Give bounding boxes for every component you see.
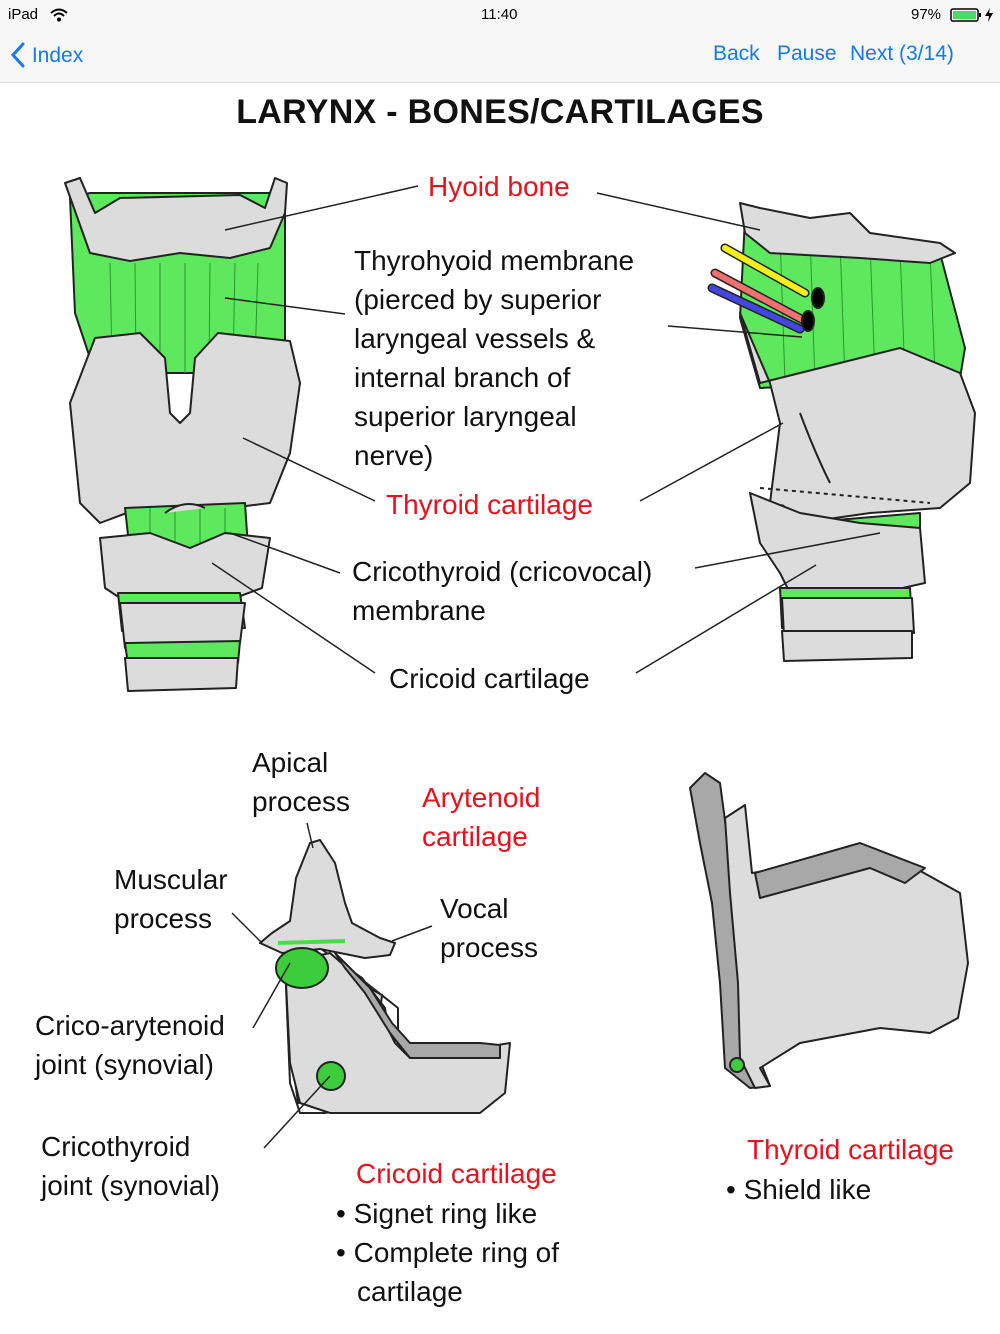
vocal-line-2: process: [440, 932, 539, 963]
slide-content: LARYNX - BONES/CARTILAGES: [0, 83, 1000, 1334]
apical-line-1: Apical: [252, 747, 329, 778]
vocal-line-1: Vocal: [440, 893, 509, 924]
arytenoid-line-2: cartilage: [422, 821, 528, 852]
page-title: LARYNX - BONES/CARTILAGES: [236, 93, 764, 131]
label-cricoid-heading: Cricoid cartilage: [356, 1158, 557, 1189]
label-cricothyroid-joint: Cricothyroid joint (synovial): [41, 1127, 220, 1205]
label-thyroid-heading: Thyroid cartilage: [747, 1134, 954, 1165]
apical-line-2: process: [252, 786, 351, 817]
muscular-line-2: process: [114, 903, 213, 934]
cricothyroid-line-1: Cricothyroid (cricovocal): [352, 556, 653, 587]
muscular-line-1: Muscular: [114, 864, 228, 895]
battery-percent: 97%: [911, 6, 942, 23]
cricoid-bullet-2: • Complete ring of: [336, 1237, 560, 1268]
label-apical-process: Apical process: [252, 743, 350, 821]
back-button[interactable]: Back: [713, 42, 760, 65]
status-bar: iPad 11:40 97%: [0, 0, 1000, 30]
label-thyroid-cartilage: Thyroid cartilage: [386, 489, 593, 520]
crico-arytenoid-line-1: Crico-arytenoid: [35, 1010, 225, 1041]
arytenoid-cricoid-detail: [259, 839, 511, 1114]
cricothyroid-line-2: membrane: [352, 595, 486, 626]
cricothyroid-joint-line-1: Cricothyroid: [41, 1131, 191, 1162]
label-hyoid-bone: Hyoid bone: [428, 171, 570, 202]
thyrohyoid-line-3: laryngeal vessels &: [354, 323, 596, 354]
cricoid-bullet-1-text: Signet ring like: [353, 1198, 538, 1229]
status-time: 11:40: [481, 6, 518, 23]
thyroid-bullet-1: • Shield like: [726, 1174, 872, 1205]
label-cricoid-cartilage: Cricoid cartilage: [389, 663, 590, 694]
label-crico-arytenoid-joint: Crico-arytenoid joint (synovial): [35, 1006, 225, 1084]
crico-arytenoid-line-2: joint (synovial): [35, 1049, 214, 1080]
arytenoid-line-1: Arytenoid: [422, 782, 541, 813]
cricoid-bullet-2-text: Complete ring of: [353, 1237, 560, 1268]
label-arytenoid-cartilage: Arytenoid cartilage: [422, 778, 540, 856]
anterior-larynx-view: [64, 177, 301, 692]
thyroid-detail: [689, 772, 969, 1089]
next-button[interactable]: Next (3/14): [850, 42, 954, 65]
index-button[interactable]: Index: [10, 42, 83, 68]
chevron-left-icon: [10, 42, 25, 68]
label-muscular-process: Muscular process: [114, 860, 228, 938]
thyrohyoid-line-5: superior laryngeal: [354, 401, 577, 432]
cricoid-bullet-1: • Signet ring like: [336, 1198, 538, 1229]
battery-icon: [950, 8, 981, 22]
label-vocal-process: Vocal process: [440, 889, 538, 967]
thyrohyoid-line-6: nerve): [354, 440, 434, 471]
label-cricothyroid-membrane: Cricothyroid (cricovocal) membrane: [352, 552, 652, 630]
cricoid-bullet-2-cont: cartilage: [357, 1276, 463, 1307]
charging-icon: [985, 8, 993, 22]
wifi-icon: [50, 8, 68, 22]
device-name: iPad: [8, 6, 39, 23]
thyrohyoid-line-4: internal branch of: [354, 362, 571, 393]
cricothyroid-joint-line-2: joint (synovial): [41, 1170, 220, 1201]
navigation-bar: Index Back Pause Next (3/14): [0, 30, 1000, 83]
index-label: Index: [31, 44, 84, 67]
thyrohyoid-line-1: Thyrohyoid membrane: [354, 245, 635, 276]
thyroid-bullet-1-text: Shield like: [743, 1174, 872, 1205]
larynx-illustration: [64, 177, 976, 1149]
pause-button[interactable]: Pause: [777, 42, 837, 65]
thyrohyoid-line-2: (pierced by superior: [354, 284, 602, 315]
lateral-larynx-view: [707, 202, 976, 662]
label-thyrohyoid-membrane: Thyrohyoid membrane (pierced by superior…: [354, 241, 634, 475]
